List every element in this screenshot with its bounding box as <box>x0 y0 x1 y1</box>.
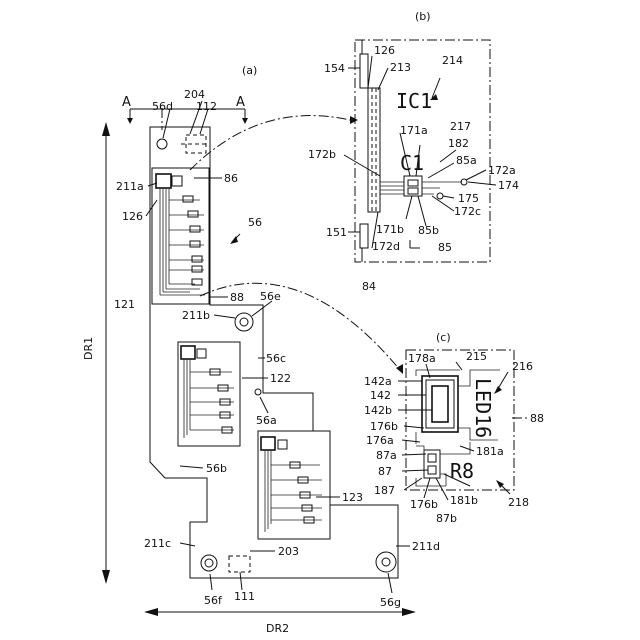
ref-215: 215 <box>466 350 487 363</box>
chip-123 <box>261 437 275 450</box>
ref-142b: 142b <box>364 404 392 417</box>
leaders-a <box>146 101 410 593</box>
led-142 <box>422 376 458 432</box>
ref-181a: 181a <box>476 445 504 458</box>
section-a-left: A <box>122 95 131 110</box>
ref-122: 122 <box>270 372 291 385</box>
view-c-label: (c) <box>436 331 451 344</box>
chip-label-c1: C1 <box>400 151 424 175</box>
ref-172d: 172d <box>372 240 400 253</box>
ref-211d: 211d <box>412 540 440 553</box>
ref-142: 142 <box>370 389 391 402</box>
ref-174: 174 <box>498 179 519 192</box>
callout-to-b <box>190 116 350 170</box>
ref-176a: 176a <box>366 434 394 447</box>
ref-211b: 211b <box>182 309 210 322</box>
ref-56g: 56g <box>380 596 401 609</box>
ref-171b: 171b <box>376 223 404 236</box>
hole-56e <box>235 313 253 331</box>
chip-122 <box>181 346 195 359</box>
ref-87: 87 <box>378 465 392 478</box>
ref-203: 203 <box>278 545 299 558</box>
ref-88c: 88 <box>530 412 544 425</box>
ref-176b-top: 176b <box>370 420 398 433</box>
hole-56f <box>201 555 217 571</box>
ref-213: 213 <box>390 61 411 74</box>
ref-217: 217 <box>450 120 471 133</box>
ref-123: 123 <box>342 491 363 504</box>
ref-178a: 178a <box>408 352 436 365</box>
pad-151 <box>360 224 368 248</box>
ref-175: 175 <box>458 192 479 205</box>
ref-142a: 142a <box>364 375 392 388</box>
hole-56d <box>157 139 167 149</box>
chip-126 <box>156 174 171 188</box>
traces-121 <box>160 188 205 295</box>
ref-56: 56 <box>248 216 262 229</box>
ic-body-126 <box>368 88 380 212</box>
ref-85b: 85b <box>418 224 439 237</box>
pad-154 <box>360 54 368 88</box>
chip-label-r8: R8 <box>450 459 474 483</box>
ref-85a: 85a <box>456 154 477 167</box>
chip-label-led16: LED16 <box>471 378 495 438</box>
module-123 <box>258 431 330 539</box>
view-a-label: (a) <box>242 64 257 77</box>
traces-123 <box>265 450 322 532</box>
ref-176b: 176b <box>410 498 438 511</box>
ref-126a: 126 <box>122 210 143 223</box>
ref-187: 187 <box>374 484 395 497</box>
ref-111: 111 <box>234 590 255 603</box>
ref-56b: 56b <box>206 462 227 475</box>
ref-181b: 181b <box>450 494 478 507</box>
hole-56g <box>376 552 396 572</box>
ref-154: 154 <box>324 62 345 75</box>
direction-dr1: DR1 <box>82 337 95 360</box>
ref-85: 85 <box>438 241 452 254</box>
ref-211c: 211c <box>144 537 171 550</box>
ref-87a: 87a <box>376 449 397 462</box>
section-a-right: A <box>236 95 245 110</box>
ref-218: 218 <box>508 496 529 509</box>
ref-56c: 56c <box>266 352 286 365</box>
ref-182: 182 <box>448 137 469 150</box>
ref-216: 216 <box>512 360 533 373</box>
via-175 <box>437 193 443 199</box>
ref-56e: 56e <box>260 290 281 303</box>
ref-56d: 56d <box>152 100 173 113</box>
ref-172b: 172b <box>308 148 336 161</box>
traces-122 <box>184 359 234 438</box>
direction-dr2: DR2 <box>266 622 289 635</box>
view-b-label: (b) <box>415 10 431 23</box>
chip-label-ic1: IC1 <box>396 89 432 113</box>
ref-172c: 172c <box>454 205 481 218</box>
ref-112: 112 <box>196 100 217 113</box>
ref-211a: 211a <box>116 180 144 193</box>
ref-88a: 88 <box>230 291 244 304</box>
labels: (a) (b) (c) A A DR1 DR2 204 56d 112 86 2… <box>82 10 544 635</box>
connector-111 <box>229 556 250 572</box>
ref-84: 84 <box>362 280 376 293</box>
ref-214: 214 <box>442 54 463 67</box>
ref-121: 121 <box>114 298 135 311</box>
ref-126b: 126 <box>374 44 395 57</box>
ref-172a: 172a <box>488 164 516 177</box>
ref-56f: 56f <box>204 594 223 607</box>
ref-87b: 87b <box>436 512 457 525</box>
ref-86: 86 <box>224 172 238 185</box>
ref-56a: 56a <box>256 414 277 427</box>
ref-151: 151 <box>326 226 347 239</box>
ref-171a: 171a <box>400 124 428 137</box>
